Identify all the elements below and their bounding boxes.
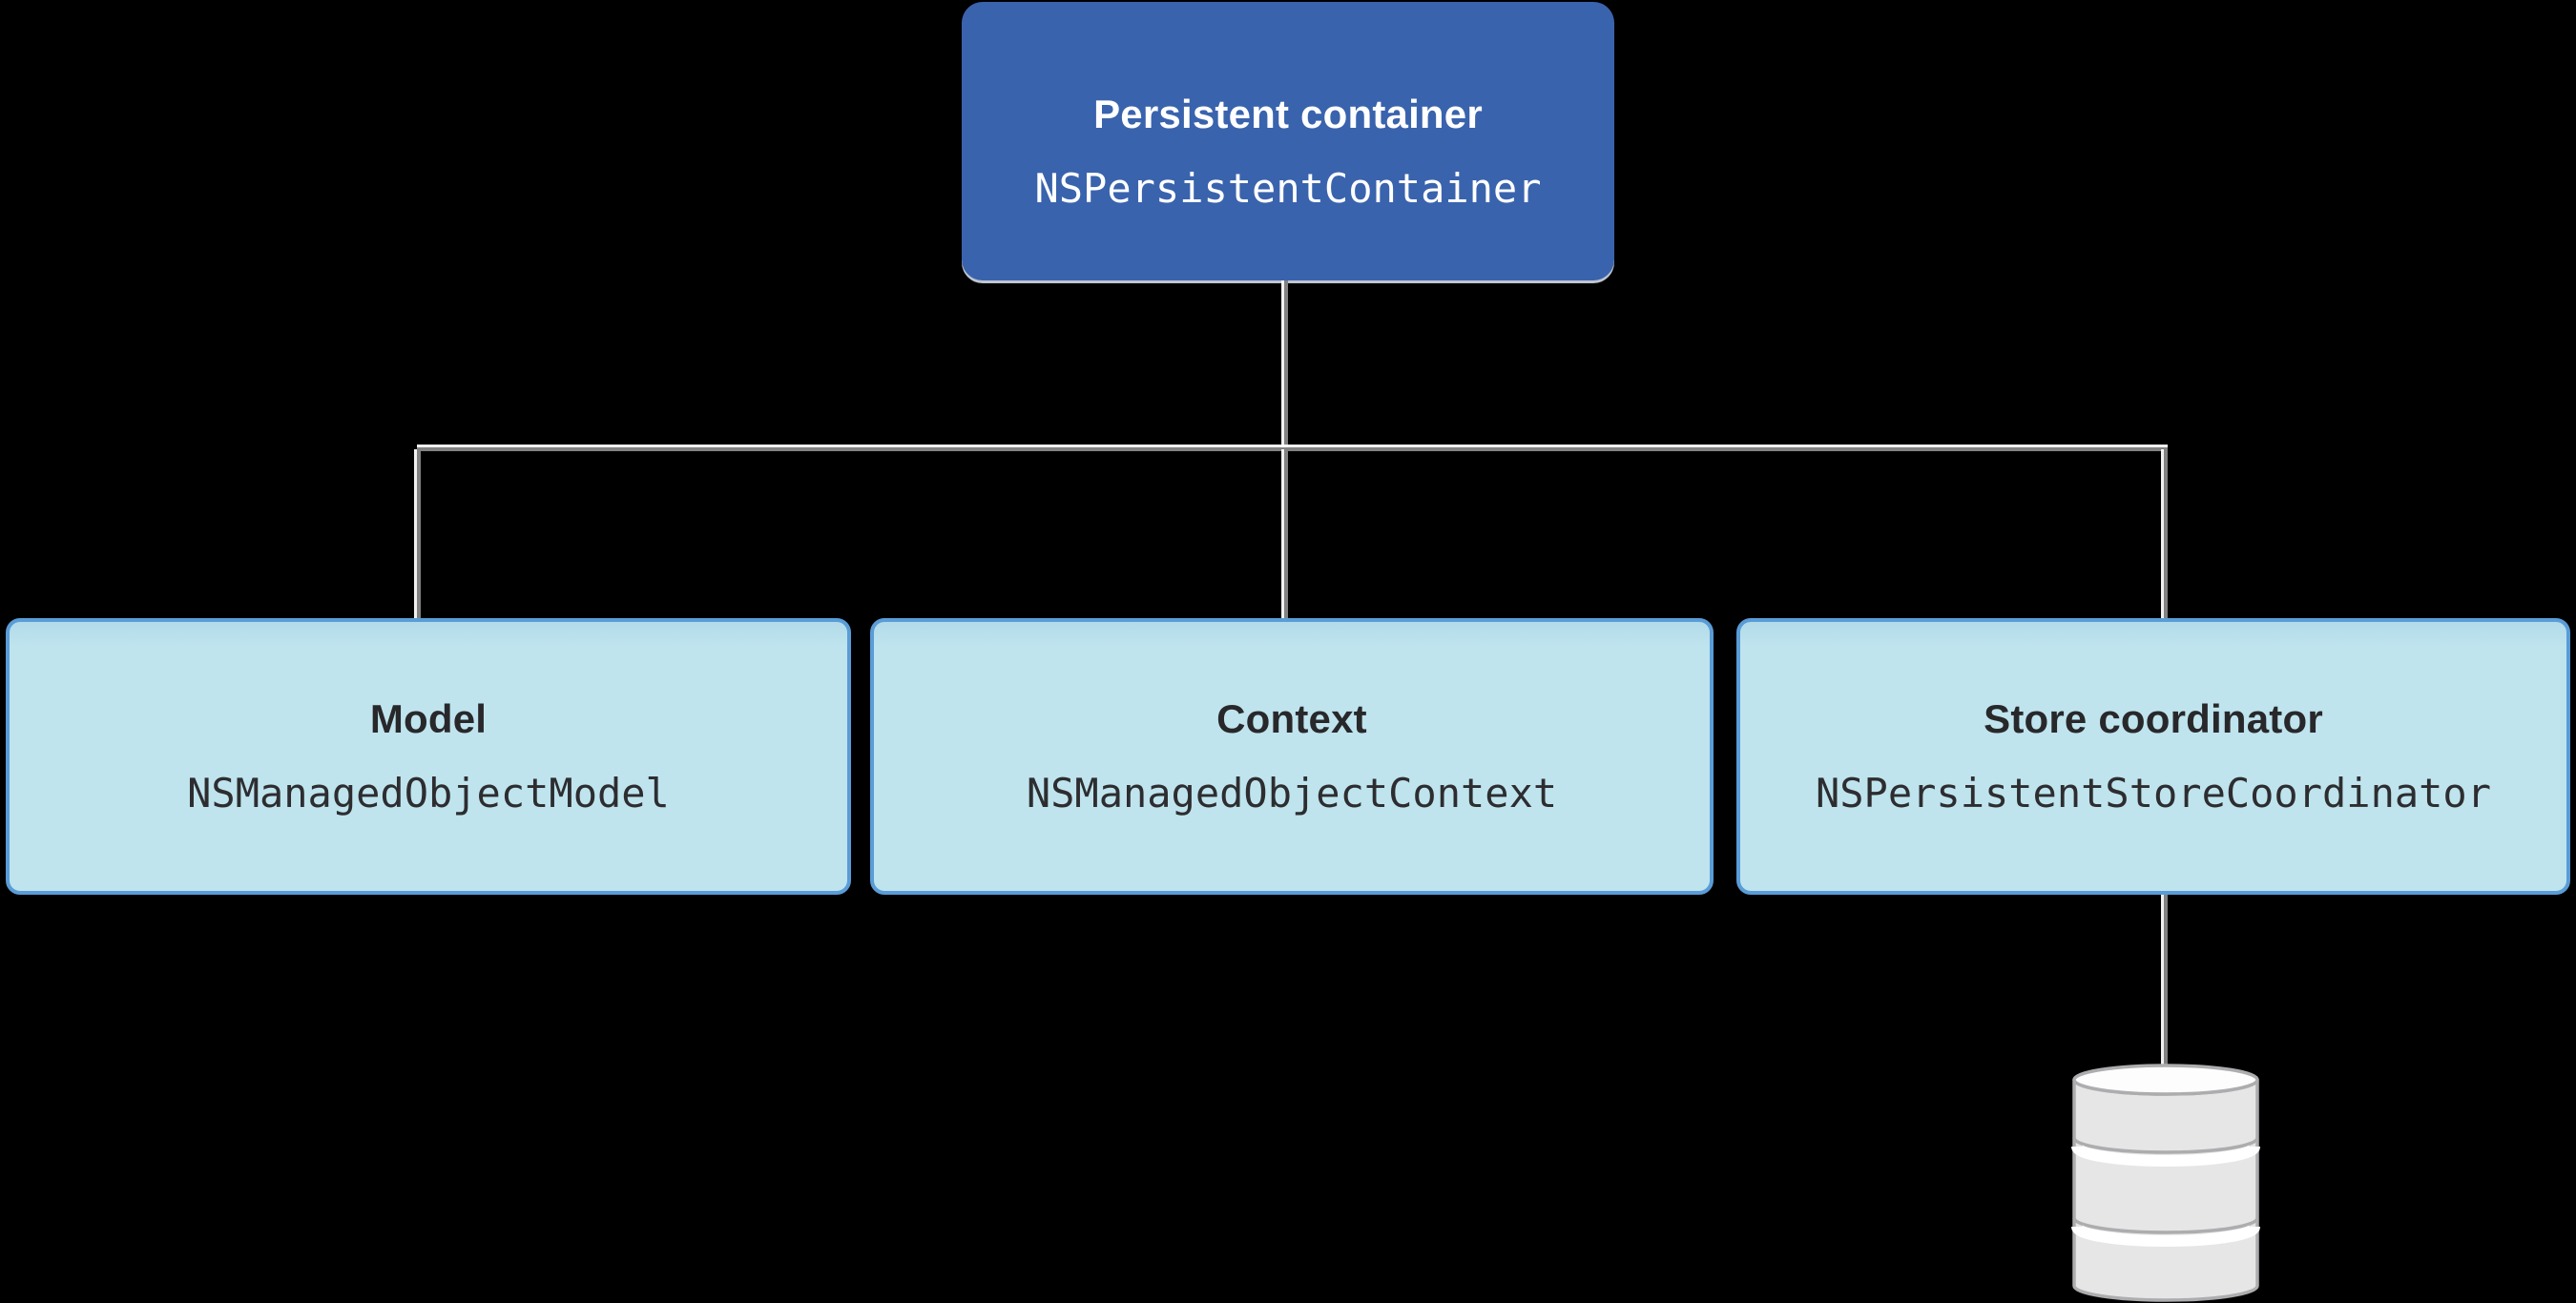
node-title: Persistent container bbox=[1093, 92, 1483, 136]
node-class-name: NSManagedObjectContext bbox=[1026, 770, 1558, 817]
database-separator-highlight bbox=[2071, 1144, 2260, 1167]
node-class-name: NSPersistentContainer bbox=[1034, 165, 1542, 212]
connector-left-vertical bbox=[417, 449, 421, 620]
database-top-ellipse bbox=[2072, 1064, 2259, 1096]
database-body bbox=[2072, 1078, 2259, 1302]
connector-middle-vertical bbox=[1284, 449, 1288, 620]
node-title: Model bbox=[369, 696, 488, 741]
database-separator-stroke bbox=[2072, 1137, 2259, 1154]
node-class-name: NSManagedObjectModel bbox=[187, 770, 670, 817]
connector-top-vertical bbox=[1284, 280, 1288, 449]
node-context: Context NSManagedObjectContext bbox=[870, 618, 1714, 895]
node-persistent-container: Persistent container NSPersistentContain… bbox=[962, 2, 1614, 280]
node-model: Model NSManagedObjectModel bbox=[6, 618, 851, 895]
node-class-name: NSPersistentStoreCoordinator bbox=[1815, 770, 2491, 817]
node-title: Context bbox=[1216, 696, 1367, 741]
database-separator-highlight bbox=[2071, 1224, 2260, 1247]
connector-store-to-database bbox=[2164, 895, 2168, 1066]
node-title: Store coordinator bbox=[1984, 696, 2323, 741]
connector-horizontal-bar bbox=[417, 447, 2168, 451]
database-cylinder-icon bbox=[2071, 1064, 2260, 1302]
database-separator-stroke bbox=[2072, 1217, 2259, 1234]
node-store-coordinator: Store coordinator NSPersistentStoreCoord… bbox=[1736, 618, 2570, 895]
connector-right-vertical bbox=[2164, 449, 2168, 620]
